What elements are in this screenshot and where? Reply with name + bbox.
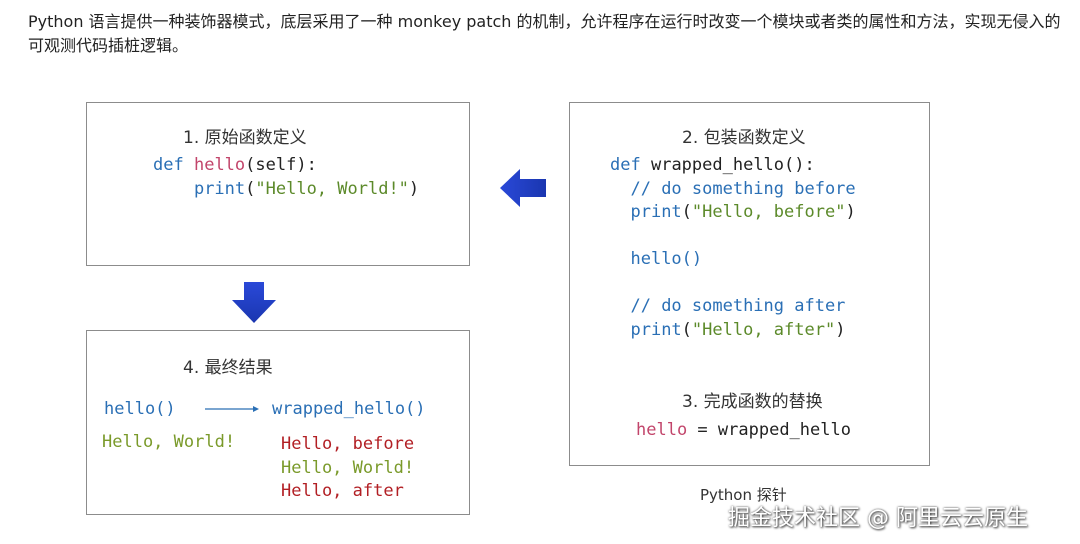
print-close: ) [408,178,420,199]
box2-code: def wrapped_hello(): // do something bef… [610,154,856,342]
print-keyword: print [630,202,682,222]
print-open: ( [245,178,256,199]
replace-eq: = [687,420,718,440]
right-call-text: wrapped_hello() [272,399,426,419]
watermark: 掘金技术社区 @ 阿里云云原生 [728,506,1028,531]
left-output: Hello, World! [102,431,235,455]
output-line-world: Hello, World! [281,457,415,478]
comment-after: // do something after [630,296,846,316]
arrow-left-icon [500,169,546,207]
print-close: ) [835,319,846,340]
print-keyword: print [193,178,246,199]
print-keyword: print [630,319,682,340]
print-close: ) [845,202,856,222]
hello-call: hello() [630,249,703,269]
right-call: wrapped_hello() [272,398,426,422]
arrow-down-icon [232,282,276,323]
comment-before: // do something before [630,178,856,199]
print-open: ( [681,319,692,340]
paren-open: ( [245,155,256,175]
left-output-text: Hello, World! [102,432,236,452]
left-call: hello() [104,398,176,422]
python-probe-label: Python 探针 [700,486,787,504]
replace-code: hello = wrapped_hello [636,419,851,443]
right-output: Hello, before Hello, World! Hello, after [281,433,414,504]
box2-title: 2. 包装函数定义 [682,128,806,148]
hello-world-string: "Hello, World!" [255,178,409,199]
output-line-before: Hello, before [281,434,415,454]
def-keyword: def [610,155,641,175]
hello-after-string: "Hello, after" [691,319,836,340]
wrapped-function-box: 2. 包装函数定义 def wrapped_hello(): // do som… [569,102,930,466]
wrapped-signature: wrapped_hello(): [650,155,815,175]
replace-rhs: wrapped_hello [717,420,851,440]
left-call-text: hello() [104,399,176,419]
paren-close: ): [296,155,317,175]
replace-lhs: hello [636,420,688,440]
box1-code: def hello(self): print("Hello, World!") [153,154,419,201]
small-arrow-icon [205,406,259,412]
hello-fn-name: hello [193,155,246,175]
original-function-box: 1. 原始函数定义 def hello(self): print("Hello,… [86,102,470,266]
def-keyword: def [153,155,184,175]
box1-title: 1. 原始函数定义 [183,128,307,148]
box3-title: 3. 完成函数的替换 [682,392,823,412]
box4-title: 4. 最终结果 [183,358,273,378]
final-result-box: 4. 最终结果 hello() wrapped_hello() Hello, W… [86,330,470,515]
output-line-after: Hello, after [281,481,404,501]
print-open: ( [681,202,692,222]
intro-text: Python 语言提供一种装饰器模式，底层采用了一种 monkey patch … [28,12,1061,55]
hello-before-string: "Hello, before" [691,202,846,222]
self-param: self [255,155,297,175]
